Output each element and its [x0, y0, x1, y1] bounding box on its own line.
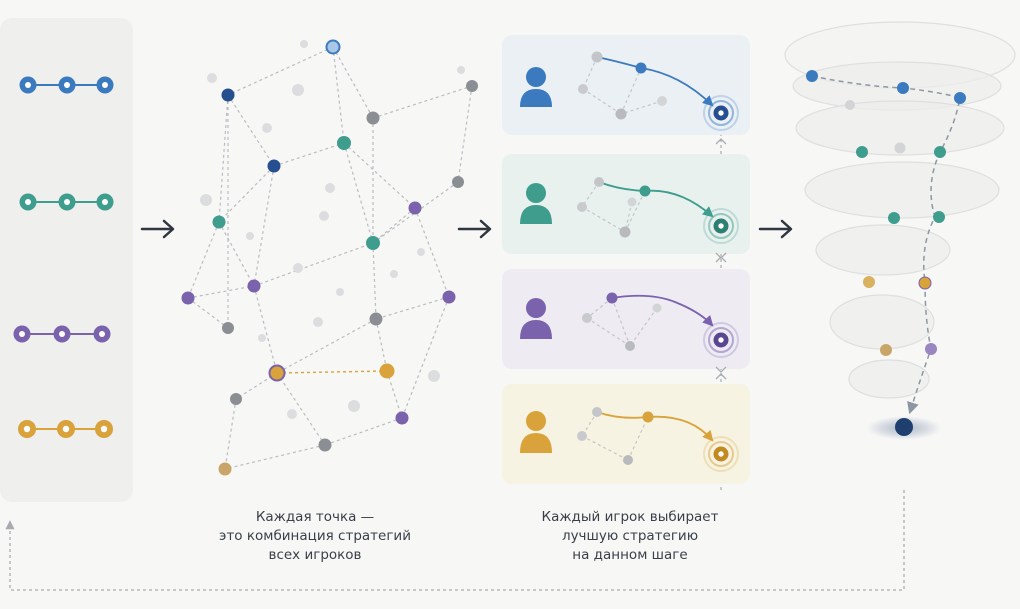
best-response-caption-line-3: на данном шаге — [572, 547, 688, 563]
strategy-row-gold — [18, 420, 113, 438]
target-icon — [703, 95, 739, 131]
player-card-purple — [502, 269, 750, 369]
target-icon — [703, 208, 739, 244]
players-strategy-panel — [0, 18, 133, 502]
best-response-caption: Каждый игрок выбирает лучшую стратегию н… — [515, 508, 745, 565]
arrow-right-icon — [140, 219, 175, 239]
feedback-loop-arrow-icon — [5, 490, 905, 591]
best-response-panel — [502, 35, 750, 490]
equilibrium-point — [895, 418, 913, 436]
person-icon — [520, 183, 552, 224]
arrow-right-icon — [457, 219, 492, 239]
network-caption-line-2: это комбинация стратегий — [219, 528, 411, 544]
network-caption-line-3: всех игроков — [268, 547, 362, 563]
arrow-right-icon — [758, 219, 793, 239]
player-card-teal — [502, 154, 750, 254]
best-response-caption-line-2: лучшую стратегию — [561, 528, 699, 544]
player-card-gold — [502, 384, 750, 484]
person-icon — [520, 298, 552, 339]
strategy-row-teal — [19, 193, 114, 211]
network-caption: Каждая точка — это комбинация стратегий … — [195, 508, 435, 565]
strategy-row-purple — [13, 325, 111, 343]
person-icon — [520, 67, 552, 107]
player-card-blue — [502, 35, 750, 135]
network-caption-line-1: Каждая точка — — [255, 509, 375, 525]
target-icon — [703, 436, 739, 472]
target-icon — [703, 322, 739, 358]
strategy-row-blue — [19, 76, 114, 94]
convergence-funnel — [784, 21, 1016, 440]
strategy-profile-network — [181, 39, 478, 476]
person-icon — [520, 411, 552, 453]
best-response-caption-line-1: Каждый игрок выбирает — [541, 509, 719, 525]
